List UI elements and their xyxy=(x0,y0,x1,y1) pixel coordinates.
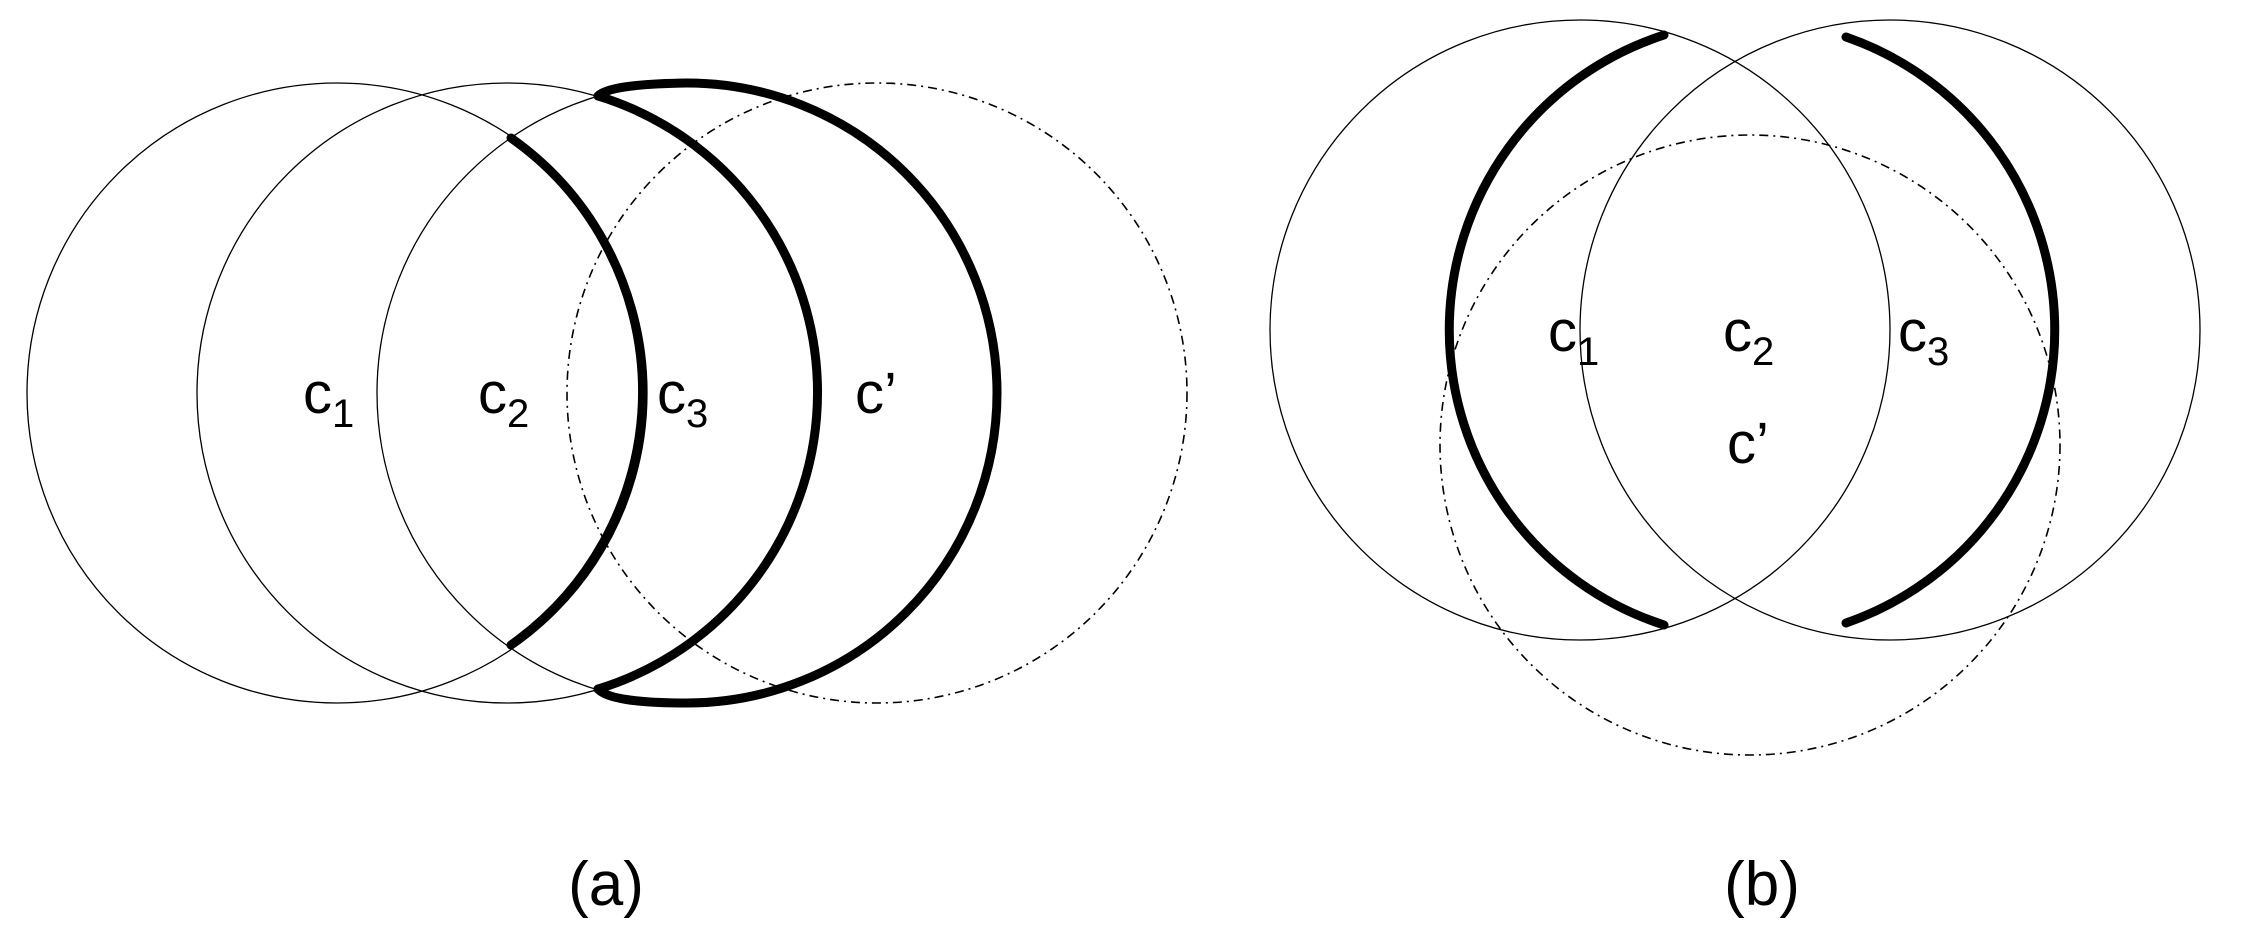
panel-b-caption: (b) xyxy=(1724,850,1800,919)
panel-b-label-c2: c2 xyxy=(1723,299,1774,374)
panel-b-thick-arc-left xyxy=(1444,30,1669,630)
panel-a-thick-arc-c3 xyxy=(593,91,823,694)
panel-a-thick-arc-c-prime xyxy=(593,78,1002,708)
panel-b-circle-c-prime xyxy=(1439,134,2061,756)
panel-a-circle-c-prime xyxy=(566,82,1188,704)
panel-b-label-c1: c1 xyxy=(1548,299,1599,374)
panel-a-label-c-prime: c’ xyxy=(855,361,897,426)
panel-a-label-c3: c3 xyxy=(657,361,708,436)
panel-b-circle-c1 xyxy=(1269,19,1891,641)
panel-b-label-c3: c3 xyxy=(1898,299,1949,374)
panel-a-caption: (a) xyxy=(568,850,644,919)
panel-a-label-c1: c1 xyxy=(303,361,354,436)
panel-a-label-c2: c2 xyxy=(478,361,529,436)
panel-b-thick-arc-right xyxy=(1841,32,2060,628)
panel-b: c1 c2 c3 c’ (b) xyxy=(1269,19,2201,919)
panel-b-circle-c3 xyxy=(1579,19,2201,641)
panel-a-thick-arc-inner xyxy=(506,133,647,650)
panel-b-label-c-prime: c’ xyxy=(1727,411,1769,476)
panel-a: c1 c2 c3 c’ (a) xyxy=(26,78,1188,919)
